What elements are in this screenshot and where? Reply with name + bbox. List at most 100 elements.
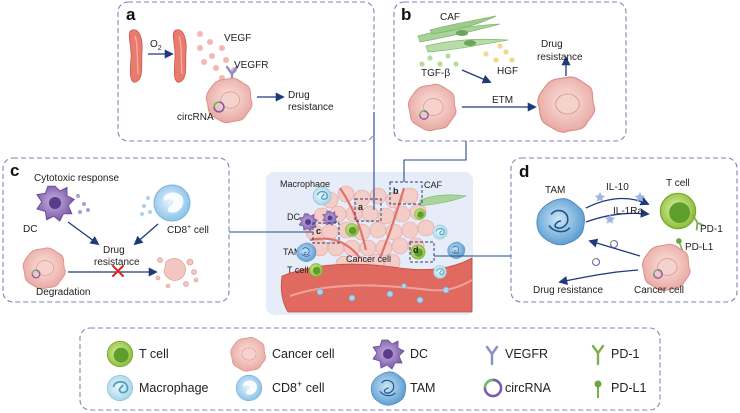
caf-signal-arrow: [461, 69, 492, 84]
circrna-label: circRNA: [177, 112, 214, 123]
hgf-label: HGF: [497, 66, 518, 77]
drug-resistance-label-line2: resistance: [288, 102, 334, 113]
capillaries: [309, 187, 406, 259]
macrophage-icon: [432, 264, 448, 280]
caf-label: CAF: [440, 12, 460, 23]
legend-label-pd1: PD-1: [611, 347, 640, 361]
hypoxic-endothelial-cell-icon: [172, 29, 187, 83]
cancer-cell-icon: [407, 83, 457, 132]
il1ra-arrow: [585, 208, 650, 223]
drug-resistance-label-line2: resistance: [537, 52, 583, 63]
legend-label-vegfr: VEGFR: [505, 347, 548, 361]
cancer-cell-icon: [641, 243, 691, 292]
drug-resistance-label-line1: Drug: [288, 90, 310, 101]
cd8-cytokines-icon: [140, 196, 152, 216]
cd8-cell-label: CD8+ cell: [167, 224, 209, 236]
connector-b: [403, 141, 467, 182]
vegf-particles-icon: [197, 31, 237, 81]
blood-cells: [316, 283, 450, 304]
legend-cancer-cell-icon: [230, 337, 266, 372]
legend-macrophage-icon: [106, 374, 134, 402]
legend-label-tam: TAM: [410, 381, 435, 395]
drug-resistance-label-line1: Drug: [103, 245, 125, 256]
dc-label: DC: [287, 212, 300, 222]
legend-label-pdl1: PD-L1: [611, 381, 646, 395]
drug-resistance-label-line2: resistance: [94, 257, 140, 268]
cancer-cell-label: Cancer cell: [346, 254, 391, 264]
pdl1-label: PD-L1: [685, 242, 714, 253]
legend-label-cd8-cell: CD8+ cell: [272, 379, 325, 395]
cancer-cell-label: Cancer cell: [634, 285, 684, 296]
tam-label: TAM: [283, 247, 301, 257]
t-cell-label: T cell: [666, 178, 690, 189]
panel-a: a O2 VEGF VEGFR circRNA Drug resistance: [117, 1, 375, 142]
drug-resistance-label: Drug resistance: [533, 285, 603, 296]
legend: T cell Cancer cell DC VEGFR PD-1 Macroph…: [79, 327, 661, 411]
panel-b: b CAF TGF-β HGF ETM Drug resistance: [393, 1, 627, 142]
t-cell-icon: [345, 223, 359, 237]
vegfr-label: VEGFR: [234, 60, 268, 71]
dc-arrow: [67, 221, 100, 246]
etm-label: ETM: [492, 95, 513, 106]
il10-arrow: [585, 196, 650, 209]
zoom-box-d-letter: d: [413, 245, 419, 255]
legend-t-cell-icon: [106, 340, 134, 368]
macrophage-icon: [312, 186, 332, 206]
lysed-cancer-cell-icon: [155, 257, 199, 289]
panel-a-letter: a: [126, 5, 136, 24]
blood-vessel-highlight: [289, 279, 473, 297]
o2-label: O2: [150, 39, 162, 52]
tgfb-particles-icon: [419, 53, 459, 67]
cd8-cell-icon: [153, 184, 191, 222]
tam-label: TAM: [545, 185, 565, 196]
panel-c-letter: c: [10, 161, 19, 180]
panel-a-frame: [117, 1, 375, 142]
transitioned-cancer-cell-icon: [537, 76, 596, 133]
t-cell-icon: [414, 208, 426, 220]
zoom-box-b: [389, 181, 423, 205]
macrophage-label: Macrophage: [280, 179, 330, 189]
legend-label-dc: DC: [410, 347, 428, 361]
t-cell-label: T cell: [287, 265, 308, 275]
il1ra-label: IL-1Ra: [613, 206, 643, 217]
caf-icon: [419, 194, 468, 207]
drug-resistance-arrow: [558, 269, 639, 286]
legend-label-cancer-cell: Cancer cell: [272, 347, 335, 361]
panel-c: c Cytotoxic response DC CD8+ cell Drug r…: [2, 157, 230, 303]
hgf-particles-icon: [483, 43, 515, 63]
zoom-box-c-letter: c: [316, 226, 321, 236]
zoom-box-a: [354, 198, 382, 222]
legend-frame: [79, 327, 661, 411]
pd1-label: PD-1: [700, 224, 723, 235]
macrophage-icon: [432, 224, 448, 240]
cancer-cell-icon: [22, 247, 66, 290]
vegf-label: VEGF: [224, 33, 251, 44]
caf-label: CAF: [424, 180, 443, 190]
zoom-box-d: [409, 241, 435, 263]
legend-label-t-cell: T cell: [139, 347, 169, 361]
cd8-arrow: [133, 223, 159, 246]
zoom-box-a-letter: a: [358, 202, 364, 212]
drug-resistance-label-line1: Drug: [541, 39, 563, 50]
caf-cells-icon: [417, 15, 509, 53]
dc-label: DC: [23, 224, 37, 235]
legend-label-circrna: circRNA: [505, 381, 551, 395]
degradation-label: Degradation: [36, 287, 90, 298]
cytokine-stars-icon: [594, 192, 646, 224]
t-cell-icon: [309, 263, 323, 277]
recruit-arrow: [588, 238, 641, 257]
tumor-microenvironment: Macrophage DC TAM T cell Cancer cell CAF…: [266, 172, 473, 315]
panel-d: d TAM IL-10 IL-1Ra T cell PD-1 PD-L1 Can…: [510, 157, 738, 303]
t-cell-icon: [659, 192, 697, 230]
inhibition-cross-icon: [112, 265, 124, 277]
legend-cd8-cell-icon: [235, 374, 263, 402]
endothelial-cell-icon: [128, 29, 143, 83]
zoom-box-b-letter: b: [393, 186, 399, 196]
panel-b-letter: b: [401, 5, 411, 24]
panel-d-letter: d: [519, 162, 529, 181]
il10-label: IL-10: [606, 182, 629, 193]
tgfb-label: TGF-β: [421, 68, 450, 79]
legend-label-macrophage: Macrophage: [139, 381, 209, 395]
cytotoxic-response-label: Cytotoxic response: [34, 173, 119, 184]
